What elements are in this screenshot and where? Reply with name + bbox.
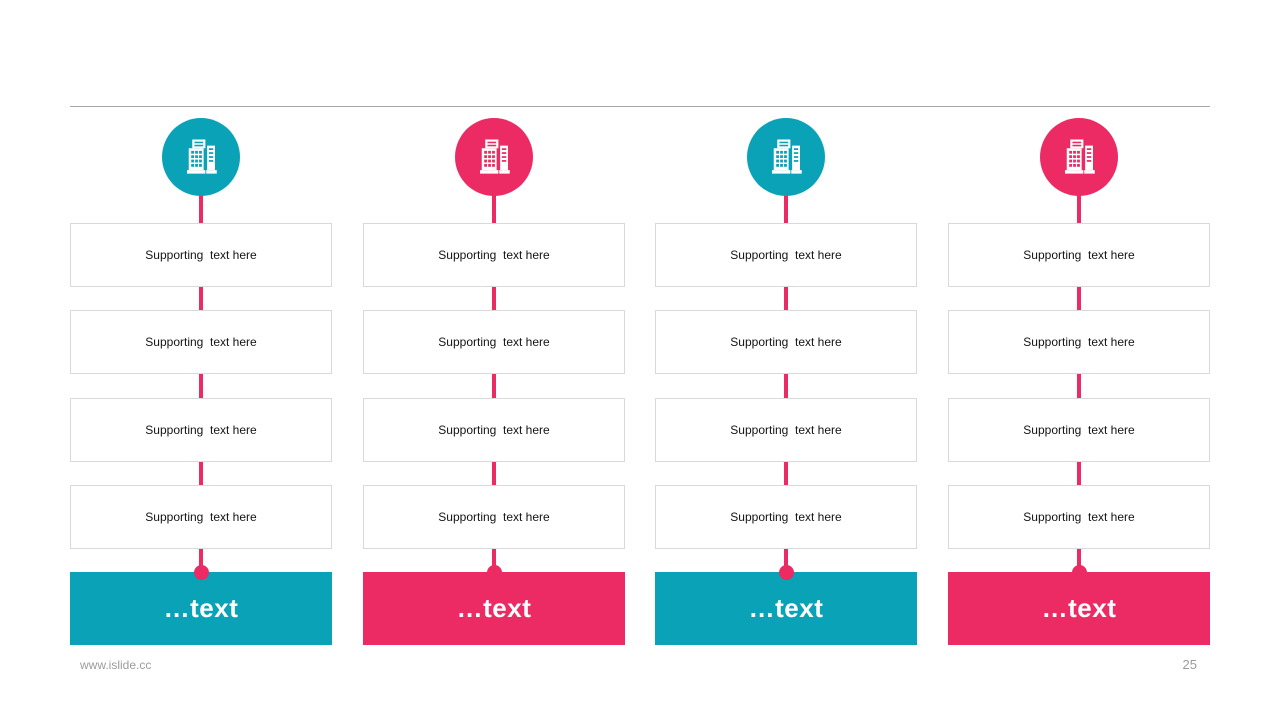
column-footer-bar: …text (948, 572, 1210, 645)
supporting-text-box: Supporting text here (655, 485, 917, 549)
supporting-text-box: Supporting text here (948, 223, 1210, 287)
supporting-text-box: Supporting text here (948, 398, 1210, 462)
connector-dot (779, 565, 794, 580)
supporting-text-box: Supporting text here (655, 223, 917, 287)
icon-circle (1040, 118, 1118, 196)
supporting-text-box: Supporting text here (70, 398, 332, 462)
column: Supporting text here Supporting text her… (948, 107, 1210, 645)
supporting-text-box: Supporting text here (363, 485, 625, 549)
column: Supporting text here Supporting text her… (70, 107, 332, 645)
site-url: www.islide.cc (80, 658, 152, 672)
connector-dot (487, 565, 502, 580)
connector-dot (1072, 565, 1087, 580)
supporting-text-box: Supporting text here (655, 398, 917, 462)
connector-dot (194, 565, 209, 580)
supporting-text-box: Supporting text here (363, 398, 625, 462)
supporting-text-box: Supporting text here (363, 310, 625, 374)
supporting-text-box: Supporting text here (70, 485, 332, 549)
column: Supporting text here Supporting text her… (363, 107, 625, 645)
building-icon (473, 136, 515, 178)
column-footer-bar: …text (655, 572, 917, 645)
supporting-text-box: Supporting text here (948, 485, 1210, 549)
supporting-text-box: Supporting text here (948, 310, 1210, 374)
supporting-text-box: Supporting text here (655, 310, 917, 374)
supporting-text-box: Supporting text here (70, 223, 332, 287)
icon-circle (162, 118, 240, 196)
column-footer-bar: …text (70, 572, 332, 645)
building-icon (180, 136, 222, 178)
building-icon (765, 136, 807, 178)
page-number: 25 (1182, 657, 1197, 672)
supporting-text-box: Supporting text here (70, 310, 332, 374)
column-footer-bar: …text (363, 572, 625, 645)
icon-circle (455, 118, 533, 196)
building-icon (1058, 136, 1100, 178)
supporting-text-box: Supporting text here (363, 223, 625, 287)
top-divider-line (70, 106, 1210, 107)
icon-circle (747, 118, 825, 196)
column: Supporting text here Supporting text her… (655, 107, 917, 645)
